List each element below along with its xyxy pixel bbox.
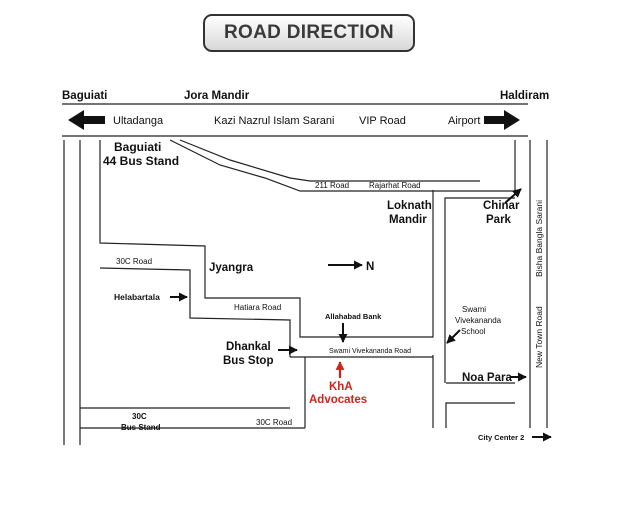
school-arrow-icon bbox=[446, 329, 461, 344]
label-30c-road-lower: 30C Road bbox=[256, 418, 292, 427]
label-jora-mandir: Jora Mandir bbox=[184, 90, 250, 102]
vip-road bbox=[62, 103, 528, 137]
label-airport: Airport bbox=[448, 115, 480, 127]
label-haldiram: Haldiram bbox=[500, 90, 549, 102]
label-30c-road-upper: 30C Road bbox=[116, 257, 152, 266]
label-chinar-1: Chinar bbox=[483, 200, 520, 212]
label-baguiati: Baguiati bbox=[62, 90, 107, 102]
label-dhankal-2: Bus Stop bbox=[223, 355, 273, 367]
label-30c-bus-2: Bus Stand bbox=[121, 423, 161, 432]
label-helabartala: Helabartala bbox=[114, 292, 160, 302]
big-arrow-icon-left bbox=[68, 110, 105, 130]
label-new-town-road: New Town Road bbox=[534, 306, 544, 368]
label-jyangra: Jyangra bbox=[209, 262, 254, 274]
label-allahabad-bank: Allahabad Bank bbox=[325, 312, 382, 321]
title-box: ROAD DIRECTION bbox=[203, 14, 415, 52]
label-noa-para: Noa Para bbox=[462, 372, 512, 384]
label-hatiara-road: Hatiara Road bbox=[234, 303, 281, 312]
chinar-arrow-icon bbox=[504, 188, 522, 204]
label-school-2: Vivekananda bbox=[455, 316, 502, 325]
label-sv-road: Swami Vivekananda Road bbox=[329, 348, 411, 355]
label-30c-bus-1: 30C bbox=[132, 412, 147, 421]
label-bisha-bangla: Bisha Bangla Sarani bbox=[534, 200, 544, 277]
big-arrow-icon-right bbox=[484, 110, 520, 130]
label-kha-1: KhA bbox=[329, 381, 353, 393]
page-title: ROAD DIRECTION bbox=[224, 22, 394, 43]
label-school-3: School bbox=[461, 327, 486, 336]
label-chinar-2: Park bbox=[486, 214, 512, 226]
label-211-road: 211 Road bbox=[315, 181, 349, 190]
label-north: N bbox=[366, 261, 374, 273]
label-school-1: Swami bbox=[462, 305, 486, 314]
pointer-arrows bbox=[170, 188, 552, 442]
label-bus-stand-2: 44 Bus Stand bbox=[103, 154, 179, 168]
road-network bbox=[63, 139, 548, 445]
label-kha-2: Advocates bbox=[309, 394, 367, 406]
label-kazi-nazrul: Kazi Nazrul Islam Sarani bbox=[214, 115, 334, 127]
label-city-center: City Center 2 bbox=[478, 433, 524, 442]
label-loknath-2: Mandir bbox=[389, 214, 427, 226]
label-bus-stand-1: Baguiati bbox=[114, 140, 161, 154]
label-vip-road: VIP Road bbox=[359, 115, 406, 127]
label-rajarhat-road: Rajarhat Road bbox=[369, 181, 421, 190]
label-ultadanga: Ultadanga bbox=[113, 115, 164, 127]
label-dhankal-1: Dhankal bbox=[226, 341, 271, 353]
label-loknath-1: Loknath bbox=[387, 200, 432, 212]
